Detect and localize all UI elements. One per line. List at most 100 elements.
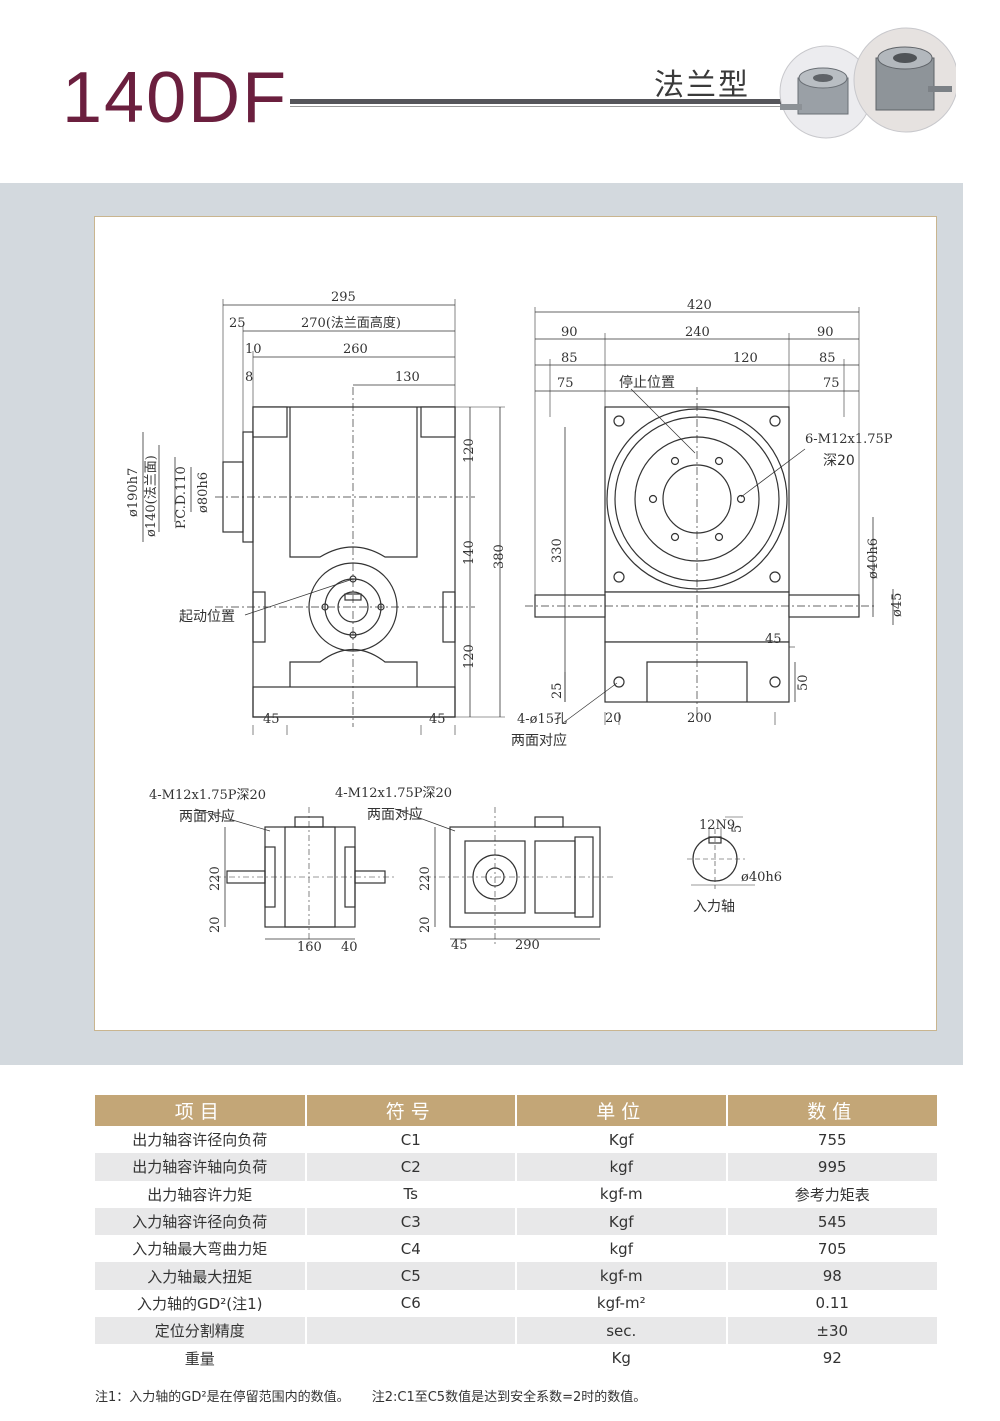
cell-unit: sec. <box>516 1317 728 1345</box>
cell-value: 705 <box>726 1235 937 1263</box>
cell-item: 出力轴容许径向负荷 <box>95 1126 307 1154</box>
product-photo-small <box>779 45 873 139</box>
side-view-dimensions: 420 90 240 90 85 120 85 75 75 停止位置 6-M12… <box>511 298 905 749</box>
table-row: 入力轴容许径向负荷 C3 Kgf 545 <box>95 1207 937 1236</box>
header-item: 项目 <box>95 1095 307 1126</box>
cell-item: 出力轴容许轴向负荷 <box>95 1153 307 1181</box>
dim-130: 130 <box>395 370 420 385</box>
cell-unit: kgf <box>516 1153 728 1181</box>
side-view <box>525 307 894 725</box>
cell-symbol: C4 <box>305 1235 517 1263</box>
cell-unit: kgf-m <box>516 1180 728 1208</box>
label-6-m12-thread: 6-M12x1.75P <box>805 432 893 447</box>
dim-50: 50 <box>796 674 811 691</box>
bottom-left-view <box>194 807 395 947</box>
cell-symbol: C6 <box>305 1289 517 1318</box>
cell-item: 入力轴最大扭矩 <box>95 1262 307 1290</box>
label-4-m12-mid: 4-M12x1.75P深20 <box>335 786 452 801</box>
label-input-shaft: 入力轴 <box>693 899 735 915</box>
dim-40: 40 <box>341 940 358 955</box>
dim-shaft-40h6: ø40h6 <box>741 870 782 885</box>
cell-item: 入力轴容许径向负荷 <box>95 1207 307 1236</box>
cell-unit: Kg <box>516 1344 728 1372</box>
cell-symbol: C3 <box>305 1207 517 1236</box>
dim-pcd-110: P.C.D.110 <box>174 466 189 529</box>
cell-symbol: Ts <box>305 1180 517 1208</box>
cell-value: 92 <box>726 1344 937 1372</box>
dim-25: 25 <box>229 316 246 331</box>
dim-45-side: 45 <box>765 632 782 647</box>
drawing-canvas: 295 25 270(法兰面高度) 10 260 8 130 ø190h7 ø1… <box>126 290 905 955</box>
dim-190h7: ø190h7 <box>126 468 141 517</box>
label-both-sides-mid: 两面对应 <box>367 806 423 823</box>
dim-75-right: 75 <box>823 376 840 391</box>
table-row: 出力轴容许轴向负荷 C2 kgf 995 <box>95 1153 937 1181</box>
cell-symbol: C2 <box>305 1153 517 1181</box>
spec-table-header: 项目 符号 单位 数值 <box>95 1095 937 1126</box>
cell-item: 入力轴的GD²(注1) <box>95 1289 307 1318</box>
dim-25-side: 25 <box>550 682 565 699</box>
label-depth-20: 深20 <box>823 453 855 469</box>
dim-80h6: ø80h6 <box>196 472 211 513</box>
cell-item: 出力轴容许力矩 <box>95 1180 307 1208</box>
label-start-position: 起动位置 <box>179 609 235 625</box>
dim-8: 8 <box>245 370 253 385</box>
dim-270: 270(法兰面高度) <box>301 315 401 331</box>
dim-85-right: 85 <box>819 351 836 366</box>
dim-120-bottom: 120 <box>462 644 477 669</box>
cell-value: 995 <box>726 1153 937 1181</box>
input-shaft-dimensions: 12N9 5 ø40h6 入力轴 <box>693 818 782 915</box>
label-holes-both-sides: 两面对应 <box>511 732 567 749</box>
table-row: 重量 Kg 92 <box>95 1344 937 1372</box>
bottom-left-dimensions: 4-M12x1.75P深20 两面对应 220 20 160 40 <box>149 788 358 955</box>
table-row: 出力轴容许径向负荷 C1 Kgf 755 <box>95 1126 937 1154</box>
dim-45-mid: 45 <box>451 938 468 953</box>
cell-symbol: C1 <box>305 1126 517 1154</box>
dim-45-dia: ø45 <box>890 593 905 617</box>
model-title: 140DF <box>62 58 289 138</box>
dim-140: 140 <box>462 540 477 565</box>
cell-unit: Kgf <box>516 1207 728 1236</box>
dim-260: 260 <box>343 342 368 357</box>
title-rule <box>290 99 790 107</box>
label-stop-position: 停止位置 <box>619 374 675 391</box>
label-both-sides-left: 两面对应 <box>179 808 235 825</box>
dim-90-right: 90 <box>817 325 834 340</box>
note-1: 注1：入力轴的GD²是在停留范围内的数值。 <box>95 1390 350 1405</box>
technical-drawing: 295 25 270(法兰面高度) 10 260 8 130 ø190h7 ø1… <box>94 216 937 1031</box>
label-4-m12-left: 4-M12x1.75P深20 <box>149 788 266 803</box>
dim-295: 295 <box>331 290 356 305</box>
table-row: 入力轴最大扭矩 C5 kgf-m 98 <box>95 1262 937 1290</box>
dim-220-mid: 220 <box>418 866 433 891</box>
dim-20-left: 20 <box>208 916 223 933</box>
header-value: 数值 <box>726 1095 937 1126</box>
dim-200: 200 <box>687 711 712 726</box>
cell-value: 755 <box>726 1126 937 1154</box>
table-row: 入力轴最大弯曲力矩 C4 kgf 705 <box>95 1235 937 1263</box>
dim-45-left: 45 <box>263 712 280 727</box>
table-row: 出力轴容许力矩 Ts kgf-m 参考力矩表 <box>95 1180 937 1208</box>
dim-330: 330 <box>550 538 565 563</box>
dim-5: 5 <box>730 825 745 833</box>
label-4-holes: 4-ø15孔 <box>517 712 567 727</box>
dim-40h6: ø40h6 <box>866 538 881 579</box>
cell-value: 545 <box>726 1207 937 1236</box>
dim-380: 380 <box>492 544 507 569</box>
bottom-middle-view <box>394 807 615 947</box>
front-view-dimensions: 295 25 270(法兰面高度) 10 260 8 130 ø190h7 ø1… <box>126 290 507 727</box>
dim-420: 420 <box>687 298 712 313</box>
cell-value: 0.11 <box>726 1289 937 1318</box>
dim-20-side: 20 <box>605 711 622 726</box>
dim-120: 120 <box>733 351 758 366</box>
dim-160: 160 <box>297 940 322 955</box>
table-row: 入力轴的GD²(注1) C6 kgf-m² 0.11 <box>95 1289 937 1318</box>
cell-symbol <box>305 1317 517 1345</box>
dim-140-flange: ø140(法兰面) <box>144 455 159 537</box>
cell-value: ±30 <box>726 1317 937 1345</box>
input-shaft-detail <box>687 816 755 889</box>
dim-120-top: 120 <box>462 438 477 463</box>
dim-12n9: 12N9 <box>699 818 735 833</box>
spec-table: 项目 符号 单位 数值 出力轴容许径向负荷 C1 Kgf 755 出力轴容许轴向… <box>95 1095 937 1372</box>
cell-unit: kgf-m <box>516 1262 728 1290</box>
dim-20-mid: 20 <box>418 916 433 933</box>
